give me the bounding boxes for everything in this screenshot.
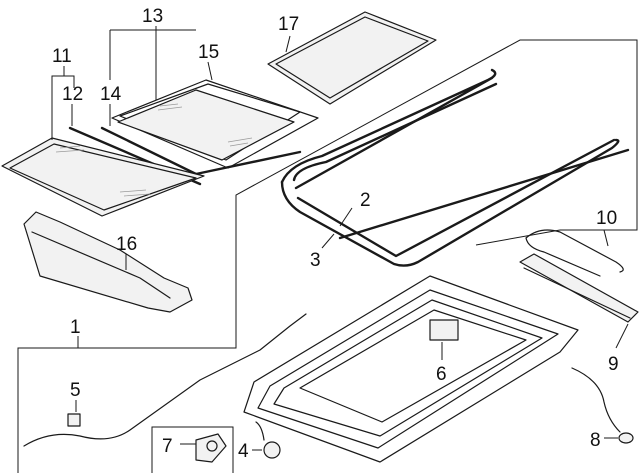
callout-1: 1	[70, 317, 81, 338]
assembly-boundary-motor	[151, 426, 234, 473]
part-2-roof-seal	[280, 68, 630, 267]
callout-7: 7	[162, 436, 173, 457]
callout-11: 11	[52, 46, 72, 67]
bracket-13	[109, 26, 196, 100]
part-1-sunroof-frame	[243, 275, 579, 463]
callout-17: 17	[278, 14, 299, 35]
callout-14: 14	[100, 84, 122, 105]
part-11-sunshade	[1, 137, 205, 217]
callout-6: 6	[436, 364, 447, 385]
part-6-control-module	[429, 319, 459, 341]
callout-12: 12	[62, 84, 83, 105]
leader-lines	[71, 35, 629, 451]
part-5-connector	[67, 413, 81, 427]
callout-4: 4	[238, 441, 249, 462]
callout-8: 8	[590, 430, 601, 451]
assembly-boundary-right	[475, 229, 561, 246]
callout-13: 13	[142, 6, 163, 27]
part-17-glass-panel	[267, 11, 437, 105]
callout-9: 9	[608, 354, 619, 375]
callout-5: 5	[70, 380, 81, 401]
wiring-harness	[23, 313, 307, 447]
part-16-trim-panel	[23, 211, 193, 313]
part-10-guide-cable	[525, 229, 624, 277]
part-4-grommet	[255, 421, 281, 459]
callout-2: 2	[360, 190, 371, 211]
callout-10: 10	[596, 208, 617, 229]
assembly-boundary-main	[17, 39, 638, 473]
part-8-drain-hose	[571, 367, 634, 444]
part-7-motor	[195, 433, 227, 463]
callout-16: 16	[116, 234, 137, 255]
part-13-glass	[117, 89, 295, 161]
bracket-11	[51, 66, 75, 140]
part-9-roller-shade	[519, 253, 639, 323]
callout-15: 15	[198, 42, 219, 63]
callout-3: 3	[310, 250, 321, 271]
